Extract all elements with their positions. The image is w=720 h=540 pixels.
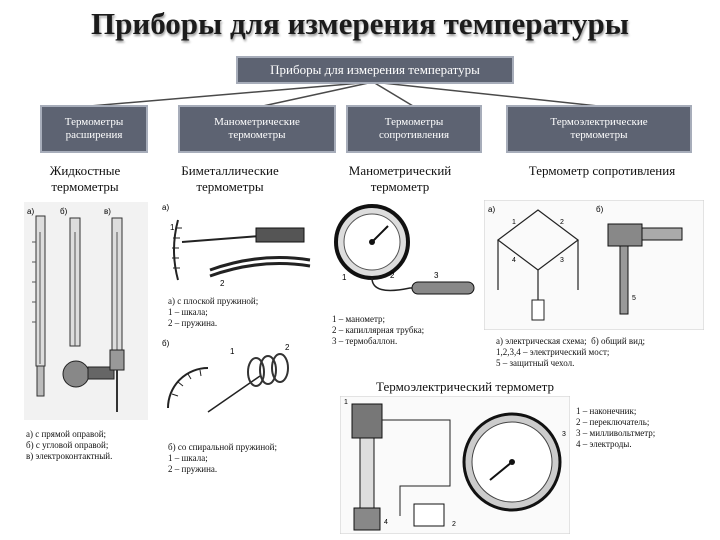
fig-mark-a: а)	[488, 205, 495, 214]
liquid-thermometers-figure: а) б) в)	[24, 202, 148, 420]
fig-mark-1: 1	[512, 219, 516, 226]
fig-mark-5: 5	[632, 295, 636, 302]
fig-mark-b: б)	[162, 339, 170, 348]
caption-line: 1 – манометр;	[332, 314, 386, 324]
subhead-liquid: Жидкостные термометры	[20, 163, 150, 195]
caption-line: а) электрическая схема; б) общий вид;	[496, 336, 646, 346]
fig-mark-2: 2	[452, 521, 456, 528]
page-title: Приборы для измерения температуры	[90, 6, 630, 41]
fig-mark-v: в)	[104, 207, 111, 216]
root-box: Приборы для измерения температуры	[236, 56, 514, 84]
fig-mark-b: б)	[596, 205, 604, 214]
subhead-line: термометры	[51, 179, 119, 194]
fig-mark-4: 4	[512, 257, 516, 264]
fig-mark-2: 2	[285, 343, 290, 352]
category-label: термометры	[570, 129, 628, 141]
thermoelectric-caption: 1 – наконечник;2 – переключатель;3 – мил…	[576, 406, 655, 450]
fig-mark-3: 3	[562, 431, 566, 438]
fig-mark-2: 2	[560, 219, 564, 226]
fig-mark-1: 1	[170, 223, 175, 232]
bimetal-flat-spring-figure: а) 1 2	[162, 203, 311, 288]
caption-line: 1 – наконечник;	[576, 406, 637, 416]
caption-line: б) со спиральной пружиной;	[168, 442, 277, 452]
caption-line: б) с угловой оправой;	[26, 440, 109, 450]
caption-line: 4 – электроды.	[576, 439, 632, 449]
fig-mark-2: 2	[390, 271, 395, 280]
subhead-line: термометр	[370, 179, 430, 194]
fig-mark-1: 1	[230, 347, 235, 356]
subhead-bimetal: Биметаллические термометры	[160, 163, 300, 195]
caption-line: 3 – милливольтметр;	[576, 428, 656, 438]
fig-mark-4: 4	[384, 519, 388, 526]
subhead-thermoelectric: Термоэлектрический термометр	[376, 379, 554, 394]
category-label: Термометры	[64, 116, 124, 128]
resistance-thermometer-figure: а) б) 1 2 3 4 5	[484, 200, 704, 330]
fig-mark-a: а)	[27, 207, 34, 216]
category-label: Термоэлектрические	[550, 116, 648, 128]
hierarchy-connectors	[89, 81, 599, 107]
fig-mark-1: 1	[342, 273, 347, 282]
caption-line: 2 – капиллярная трубка;	[332, 325, 425, 335]
caption-line: 2 – пружина.	[168, 318, 218, 328]
category-label: сопротивления	[378, 129, 450, 141]
category-label: Манометрические	[214, 116, 300, 128]
bimetal-b-caption: б) со спиральной пружиной;1 – шкала;2 – …	[168, 442, 277, 475]
manometric-caption: 1 – манометр;2 – капиллярная трубка;3 – …	[332, 314, 424, 347]
subhead-resistance: Термометр сопротивления	[528, 163, 676, 178]
fig-mark-1: 1	[344, 399, 348, 406]
caption-line: 2 – пружина.	[168, 464, 218, 474]
subhead-line: Манометрический	[348, 163, 452, 178]
liquid-caption: а) с прямой оправой;б) с угловой оправой…	[26, 429, 112, 462]
subhead-manometric: Манометрический термометр	[330, 163, 470, 195]
caption-line: а) с прямой оправой;	[26, 429, 107, 439]
fig-mark-b: б)	[60, 207, 68, 216]
fig-mark-3: 3	[434, 271, 439, 280]
fig-mark-3: 3	[560, 257, 564, 264]
subhead-line: Жидкостные	[49, 163, 121, 178]
caption-line: 3 – термобаллон.	[332, 336, 398, 346]
resistance-caption: а) электрическая схема; б) общий вид;1,2…	[496, 336, 645, 369]
fig-mark-a: а)	[162, 203, 169, 212]
caption-line: в) электроконтактный.	[26, 451, 113, 461]
caption-line: 2 – переключатель;	[576, 417, 650, 427]
caption-line: 1 – шкала;	[168, 453, 208, 463]
subhead-line: термометры	[196, 179, 264, 194]
bimetal-a-caption: а) с плоской пружиной;1 – шкала;2 – пруж…	[168, 296, 258, 329]
category-label: Термометры	[384, 116, 444, 128]
manometric-thermometer-figure: 1 2 3	[334, 204, 475, 295]
fig-mark-2: 2	[220, 279, 225, 288]
thermoelectric-thermometer-figure: 1 2 3 4	[340, 396, 570, 534]
caption-line: а) с плоской пружиной;	[168, 296, 259, 306]
caption-line: 1,2,3,4 – электрический мост;	[496, 347, 610, 357]
category-label: термометры	[228, 129, 286, 141]
caption-line: 1 – шкала;	[168, 307, 208, 317]
bimetal-spiral-spring-figure: б) 1 2	[162, 339, 290, 413]
subhead-line: Биметаллические	[181, 163, 279, 178]
category-label: расширения	[65, 129, 123, 141]
caption-line: 5 – защитный чехол.	[496, 358, 575, 368]
